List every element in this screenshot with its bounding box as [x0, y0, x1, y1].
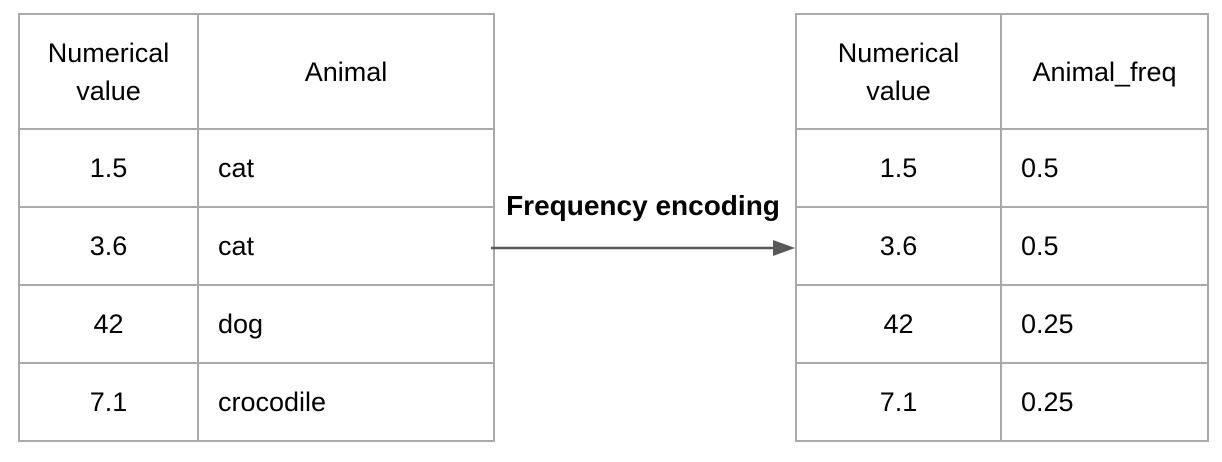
header-cell-numerical-value: Numerical value [795, 13, 1002, 130]
table-cell: 7.1 [18, 362, 199, 442]
table-row: 7.1 0.25 [795, 362, 1209, 442]
table-row: 7.1 crocodile [18, 362, 495, 442]
table-cell: crocodile [197, 362, 495, 442]
table-cell: 0.25 [1000, 284, 1209, 364]
table-cell: 3.6 [18, 206, 199, 286]
header-cell-numerical-value: Numerical value [18, 13, 199, 130]
table-cell: 0.5 [1000, 206, 1209, 286]
table-cell: 7.1 [795, 362, 1002, 442]
table-row: 3.6 cat [18, 206, 495, 286]
arrow-right-icon [491, 240, 795, 256]
header-cell-animal: Animal [197, 13, 495, 130]
table-cell: 42 [795, 284, 1002, 364]
table-row: 42 dog [18, 284, 495, 364]
table-header-row: Numerical value Animal_freq [795, 13, 1209, 130]
table-cell: cat [197, 128, 495, 208]
table-row: 42 0.25 [795, 284, 1209, 364]
table-cell: 42 [18, 284, 199, 364]
table-row: 1.5 0.5 [795, 128, 1209, 208]
table-cell: 1.5 [795, 128, 1002, 208]
table-row: 3.6 0.5 [795, 206, 1209, 286]
table-cell: dog [197, 284, 495, 364]
header-cell-animal-freq: Animal_freq [1000, 13, 1209, 130]
table-cell: 0.5 [1000, 128, 1209, 208]
transformation-connector: Frequency encoding [491, 190, 795, 265]
table-cell: 1.5 [18, 128, 199, 208]
table-cell: cat [197, 206, 495, 286]
table-cell: 0.25 [1000, 362, 1209, 442]
table-header-row: Numerical value Animal [18, 13, 495, 130]
encoded-table: Numerical value Animal_freq 1.5 0.5 3.6 … [795, 13, 1209, 442]
transformation-label: Frequency encoding [506, 190, 780, 221]
table-cell: 3.6 [795, 206, 1002, 286]
table-row: 1.5 cat [18, 128, 495, 208]
original-table: Numerical value Animal 1.5 cat 3.6 cat 4… [18, 13, 495, 442]
